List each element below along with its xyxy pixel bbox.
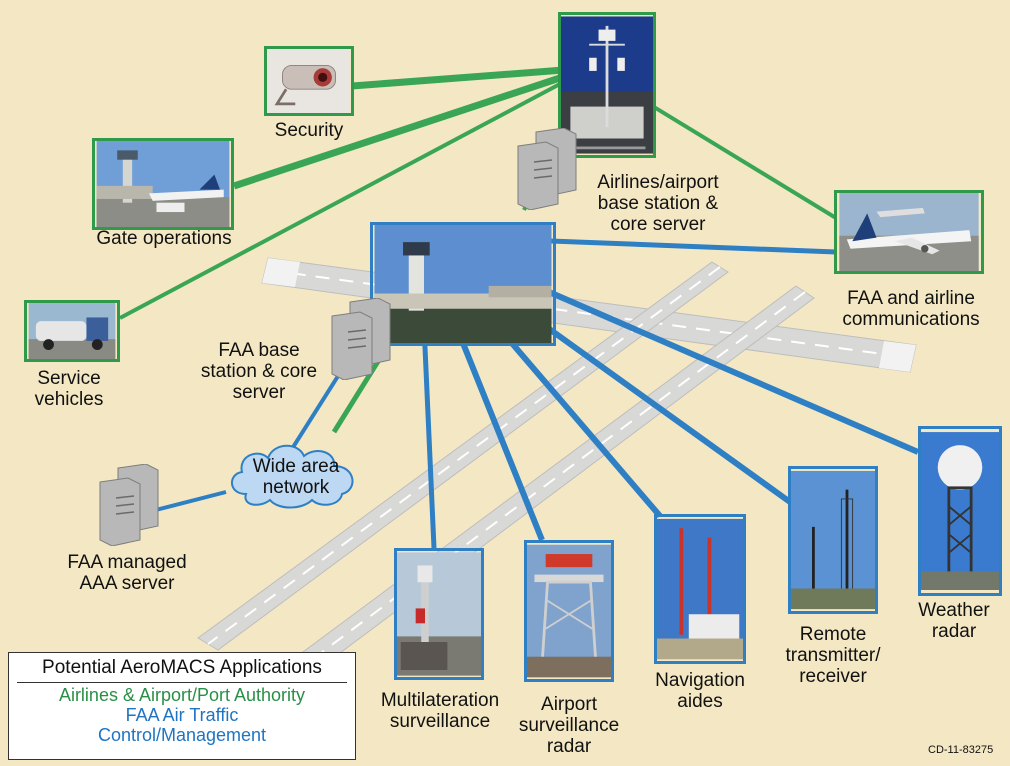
asr-line3: radar <box>546 736 592 757</box>
wan-line2: network <box>262 477 330 498</box>
cloud-icon <box>231 444 354 509</box>
faa-base-label: FAA base station & core server <box>194 340 324 403</box>
server-icon <box>517 128 577 210</box>
faa-base-line1: FAA base <box>218 340 300 361</box>
weather-radar-photo <box>918 426 1002 596</box>
rtr-line2: transmitter/ <box>785 645 881 666</box>
rtr-line3: receiver <box>799 666 867 687</box>
legend-faa-line1: FAA Air Traffic <box>125 705 239 725</box>
airlines-base-line2: base station & <box>597 193 719 214</box>
multilateration-photo <box>394 548 484 680</box>
legend: Potential AeroMACS Applications Airlines… <box>8 652 356 760</box>
remote-transmitter-photo <box>788 466 878 614</box>
figure-id: CD-11-83275 <box>928 744 994 756</box>
airline-base-station-photo <box>558 12 656 158</box>
gate-operations-label: Gate operations <box>96 228 232 249</box>
mlat-line1: Multilateration <box>380 690 500 711</box>
faa-base-line2: station & core <box>200 361 318 382</box>
server-icon <box>331 298 391 380</box>
multilateration-label: Multilateration surveillance <box>362 690 518 732</box>
airlines-base-label: Airlines/airport base station & core ser… <box>578 172 738 235</box>
server-icon <box>99 464 159 546</box>
faa-tower-photo <box>370 222 556 346</box>
service-line2: vehicles <box>34 389 104 410</box>
airport-radar-label: Airport surveillance radar <box>508 694 630 757</box>
faa-airline-comms-photo <box>834 190 984 274</box>
legend-airlines: Airlines & Airport/Port Authority <box>58 685 306 705</box>
cloud-label: Wide area network <box>230 456 362 498</box>
security-photo <box>264 46 354 116</box>
nav-line1: Navigation <box>655 670 745 691</box>
legend-faa-line2: Control/Management <box>97 725 267 745</box>
legend-title: Potential AeroMACS Applications <box>42 657 322 678</box>
weather-radar-label: Weather radar <box>906 600 1002 642</box>
camera-icon <box>267 49 351 113</box>
comms-line1: FAA and airline <box>847 288 975 309</box>
faa-aaa-label: FAA managed AAA server <box>46 552 208 594</box>
comms-line2: communications <box>842 309 980 330</box>
wan-line1: Wide area <box>252 456 340 477</box>
wx-line2: radar <box>931 621 977 642</box>
aaa-line2: AAA server <box>79 573 175 594</box>
faa-airline-comms-label: FAA and airline communications <box>826 288 996 330</box>
asr-line1: Airport <box>541 694 597 715</box>
security-label: Security <box>274 120 344 141</box>
airlines-base-line1: Airlines/airport <box>597 172 719 193</box>
nav-line2: aides <box>677 691 723 712</box>
gate-operations-photo <box>92 138 234 230</box>
remote-transmitter-label: Remote transmitter/ receiver <box>772 624 894 687</box>
service-line1: Service <box>37 368 101 389</box>
aaa-line1: FAA managed <box>67 552 187 573</box>
legend-divider <box>17 682 347 683</box>
rtr-line1: Remote <box>799 624 867 645</box>
airport-radar-photo <box>524 540 614 682</box>
wx-line1: Weather <box>918 600 990 621</box>
mlat-line2: surveillance <box>389 711 491 732</box>
navigation-photo <box>654 514 746 664</box>
service-vehicles-label: Service vehicles <box>14 368 124 410</box>
asr-line2: surveillance <box>518 715 620 736</box>
service-vehicles-photo <box>24 300 120 362</box>
navigation-label: Navigation aides <box>640 670 760 712</box>
airlines-base-line3: core server <box>610 214 706 235</box>
faa-base-line3: server <box>232 382 286 403</box>
